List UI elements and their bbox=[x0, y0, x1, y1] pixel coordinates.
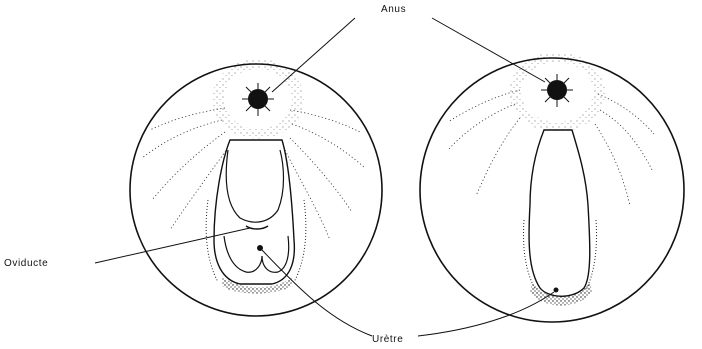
right-urethra-opening bbox=[554, 288, 559, 293]
label-oviducte: Oviducte bbox=[4, 258, 48, 270]
leader-anus-left bbox=[272, 18, 355, 92]
label-uretre: Urètre bbox=[372, 334, 403, 346]
label-anus: Anus bbox=[381, 4, 406, 16]
leader-lines bbox=[95, 18, 554, 336]
left-panel bbox=[130, 59, 382, 316]
leader-uretre-right bbox=[418, 292, 554, 336]
right-penis-outline bbox=[529, 130, 590, 296]
right-panel bbox=[420, 52, 684, 322]
leader-anus-right bbox=[432, 18, 545, 82]
